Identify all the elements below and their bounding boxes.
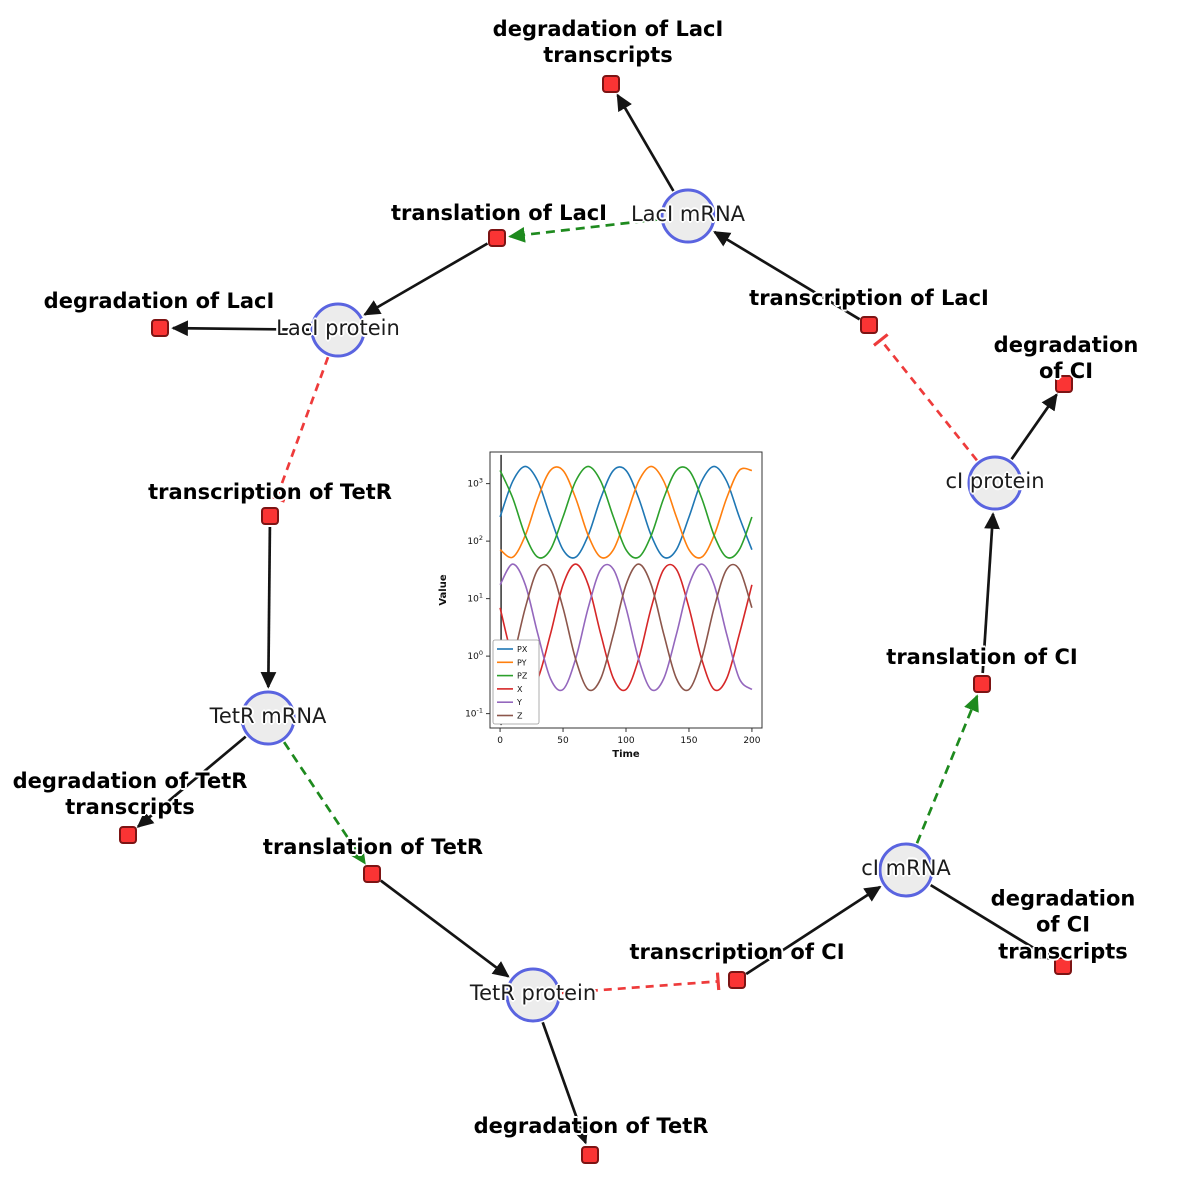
legend-label-X: X	[517, 685, 523, 694]
y-axis-label: Value	[438, 574, 449, 605]
reaction-label-deg_laci: degradation of LacI	[43, 288, 275, 313]
species-node-laci_protein	[310, 302, 366, 358]
species-node-tetr_mrna	[240, 690, 296, 746]
series-line-PY	[499, 465, 753, 559]
legend-label-PZ: PZ	[517, 672, 528, 681]
reaction-label-deg_tetr: degradation of TetR	[473, 1113, 709, 1138]
edge-inhibition-laci_protein-transc_tetr	[267, 356, 330, 503]
reaction-node-transc_laci	[860, 316, 878, 334]
x-tick-label: 200	[743, 736, 760, 746]
series-line-PX	[499, 465, 753, 559]
series-line-PZ	[499, 465, 753, 559]
series-line-Y	[499, 563, 753, 692]
x-tick-label: 150	[680, 736, 697, 746]
species-node-tetr_protein	[505, 967, 561, 1023]
y-tick-label: 101	[467, 592, 483, 605]
reaction-node-deg_laci_tx	[602, 75, 620, 93]
edge-modifier-ci_mrna-transl_ci	[915, 694, 979, 844]
reaction-node-transl_laci	[488, 229, 506, 247]
reaction-node-deg_ci	[1055, 375, 1073, 393]
edge-inhibition-tetr_protein-transc_ci	[561, 972, 721, 995]
legend-label-Z: Z	[517, 712, 523, 721]
edge-production-transc_ci-ci_mrna	[745, 885, 882, 976]
edge-consumption-laci_protein-deg_laci	[171, 320, 310, 337]
x-tick-label: 100	[617, 736, 634, 746]
reaction-node-transl_tetr	[363, 865, 381, 883]
species-node-ci_mrna	[878, 842, 934, 898]
series-line-X	[499, 563, 753, 692]
legend-box	[492, 639, 540, 725]
reaction-label-deg_ci_tx: degradation of CI transcripts	[990, 886, 1136, 964]
reaction-label-transc_laci: transcription of LacI	[749, 285, 989, 310]
legend-label-PX: PX	[517, 645, 528, 654]
reaction-node-deg_tetr_tx	[119, 826, 137, 844]
reaction-node-transc_tetr	[261, 507, 279, 525]
legend-label-Y: Y	[516, 698, 522, 707]
edge-consumption-laci_mrna-deg_laci_tx	[616, 93, 675, 192]
edge-production-transl_ci-ci_protein	[981, 512, 1000, 674]
reaction-label-deg_ci: degradation of CI	[993, 332, 1139, 383]
reaction-node-transl_ci	[973, 675, 991, 693]
legend-label-PY: PY	[517, 658, 527, 667]
species-node-laci_mrna	[660, 188, 716, 244]
x-tick-label: 50	[557, 736, 569, 746]
species-label-tetr_protein: TetR protein	[469, 981, 597, 1005]
species-label-laci_mrna: LacI mRNA	[630, 202, 746, 226]
edge-consumption-tetr_protein-deg_tetr	[541, 1021, 589, 1145]
edge-inhibition-ci_protein-transc_laci	[872, 333, 978, 462]
edge-production-transl_tetr-tetr_protein	[379, 879, 510, 978]
edge-consumption-ci_protein-deg_ci	[1010, 393, 1058, 460]
edge-consumption-tetr_mrna-deg_tetr_tx	[136, 735, 247, 828]
edge-production-transl_laci-laci_protein	[363, 242, 489, 316]
x-tick-label: 0	[497, 736, 503, 746]
species-label-tetr_mrna: TetR mRNA	[209, 704, 327, 728]
edge-consumption-ci_mrna-deg_ci_tx	[929, 883, 1054, 961]
species-node-ci_protein	[967, 455, 1023, 511]
reaction-node-deg_tetr	[581, 1146, 599, 1164]
reaction-node-deg_ci_tx	[1054, 957, 1072, 975]
edge-production-transc_tetr-tetr_mrna	[260, 526, 277, 689]
reaction-node-deg_laci	[151, 319, 169, 337]
y-tick-label: 100	[467, 649, 483, 662]
edge-modifier-laci_mrna-transl_laci	[508, 217, 660, 243]
edge-modifier-tetr_mrna-transl_tetr	[282, 741, 366, 865]
reaction-label-transc_ci: transcription of CI	[629, 939, 845, 964]
y-tick-label: 102	[467, 534, 483, 547]
species-label-ci_mrna: cI mRNA	[861, 856, 951, 880]
x-axis-label: Time	[612, 749, 640, 760]
species-label-ci_protein: cI protein	[945, 469, 1045, 493]
reaction-label-transl_laci: translation of LacI	[391, 200, 607, 225]
reaction-label-deg_tetr_tx: degradation of TetR transcripts	[12, 768, 248, 819]
species-label-laci_protein: LacI protein	[276, 316, 400, 340]
series-line-Z	[499, 563, 753, 692]
edge-production-transc_laci-laci_mrna	[713, 230, 861, 321]
reaction-label-transc_tetr: transcription of TetR	[148, 479, 392, 504]
y-tick-label: 10-1	[465, 707, 483, 720]
y-tick-label: 103	[467, 477, 483, 490]
reaction-label-transl_ci: translation of CI	[886, 644, 1078, 669]
reaction-label-transl_tetr: translation of TetR	[262, 834, 484, 859]
reaction-label-deg_laci_tx: degradation of LacI transcripts	[492, 16, 724, 67]
reaction-node-transc_ci	[728, 971, 746, 989]
